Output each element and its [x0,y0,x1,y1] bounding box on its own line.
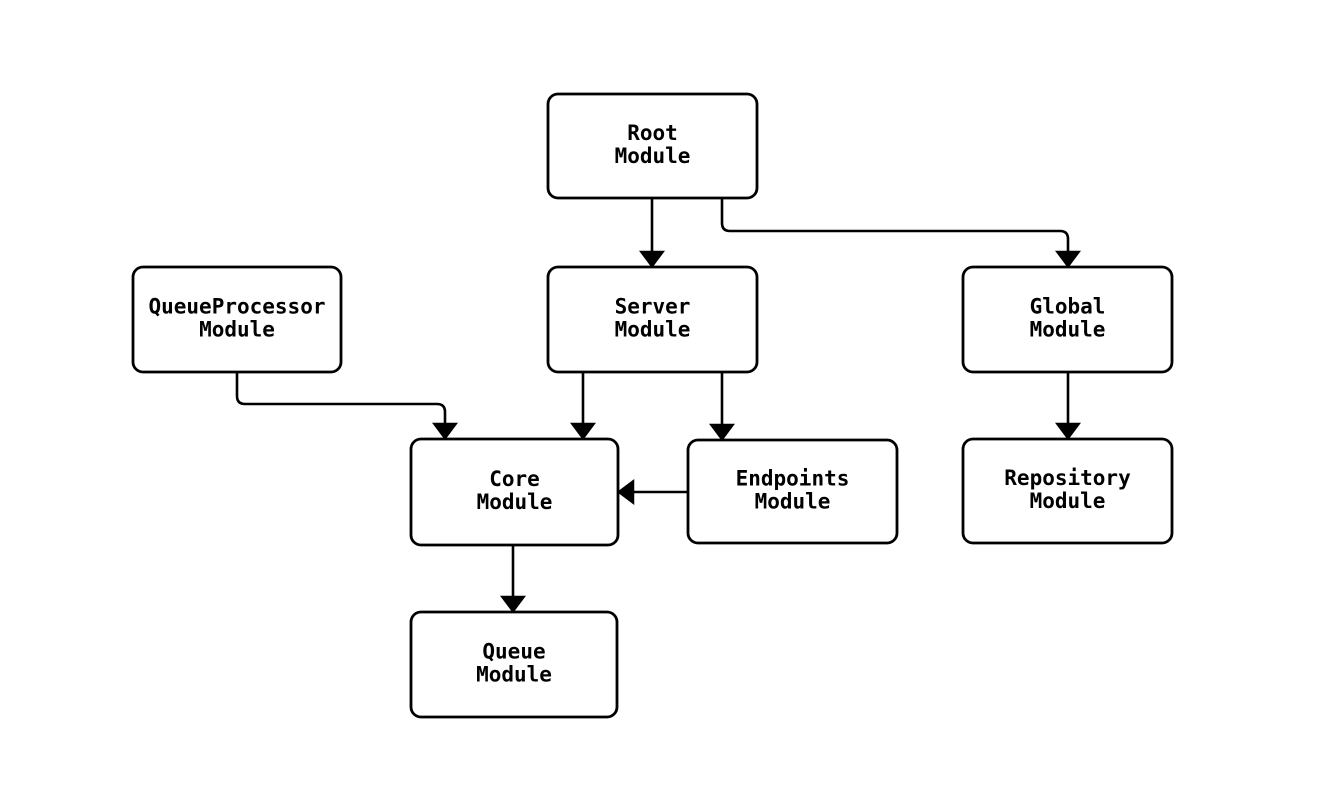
node-box-server [546,265,759,374]
node-box-queue [409,610,619,719]
node-box-global [961,265,1174,374]
node-label-line: Endpoints [736,467,850,491]
node-label-line: Server [615,295,691,319]
node-label-line: Module [199,318,275,342]
node-box-endpoints [686,438,899,545]
node-label-line: Module [1030,489,1106,513]
node-box-core [409,437,620,547]
edges-layer [235,198,1081,614]
node-label-line: Module [1030,318,1106,342]
edge-queueprocessor-to-core [235,372,458,441]
node-label-line: Root [627,121,678,145]
edge-root-to-global [720,198,1081,269]
node-label-line: Module [755,490,831,514]
node-label-line: Module [615,318,691,342]
node-label-line: Repository [1004,466,1131,490]
node-label-line: Core [489,467,540,491]
node-label-line: QueueProcessor [148,295,325,319]
node-label-line: Queue [482,640,545,664]
node-box-repository [961,437,1174,545]
node-label-line: Module [477,490,553,514]
nodes-layer: RootModuleQueueProcessorModuleServerModu… [131,92,1174,719]
node-label-line: Global [1030,295,1106,319]
node-label-line: Module [476,663,552,687]
node-box-root [546,92,759,200]
node-box-queueprocessor [131,265,343,374]
node-label-line: Module [615,144,691,168]
